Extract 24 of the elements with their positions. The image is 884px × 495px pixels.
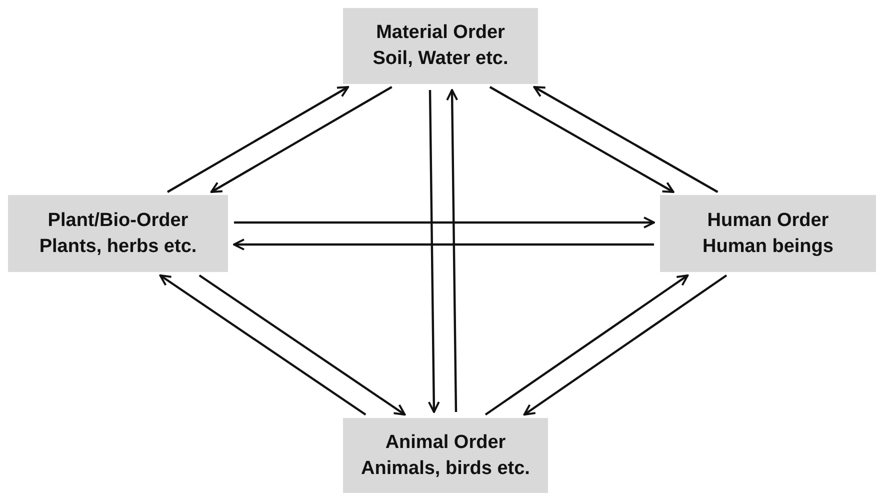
arrow bbox=[234, 216, 655, 228]
process-box bbox=[343, 8, 538, 84]
arrow bbox=[159, 274, 366, 416]
node-text: Plants, herbs etc. bbox=[39, 234, 197, 258]
node-heading: Animal Order bbox=[385, 430, 506, 455]
process-box bbox=[343, 418, 548, 493]
node-text: Animals, birds etc. bbox=[361, 456, 530, 480]
node-text: Soil, Water etc. bbox=[372, 47, 508, 71]
arrow bbox=[428, 90, 440, 413]
arrow bbox=[484, 274, 689, 416]
node-heading: Human Order bbox=[707, 208, 829, 233]
arrow bbox=[489, 86, 674, 193]
arrow bbox=[446, 89, 458, 412]
arrow bbox=[166, 86, 350, 193]
arrow bbox=[210, 86, 392, 193]
node-text: Human beings bbox=[702, 234, 834, 258]
arrow bbox=[198, 274, 406, 416]
arrow bbox=[533, 86, 718, 193]
node-heading: Material Order bbox=[376, 21, 505, 46]
process-box bbox=[660, 195, 876, 272]
arrow bbox=[523, 274, 728, 416]
process-box bbox=[8, 195, 228, 272]
arrow bbox=[233, 238, 654, 250]
node-heading: Plant/Bio-Order bbox=[48, 208, 188, 233]
